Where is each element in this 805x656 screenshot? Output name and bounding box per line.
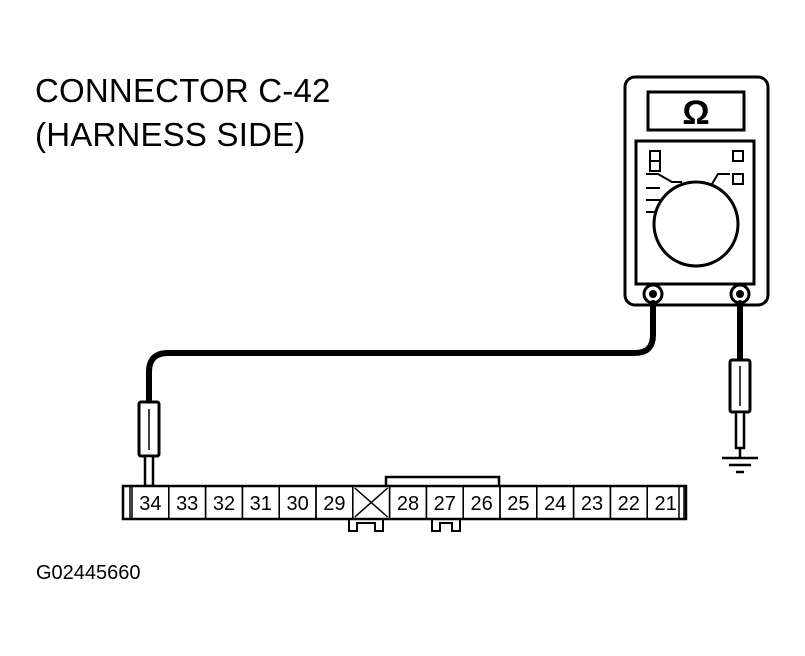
pin-number: 23 xyxy=(581,493,603,515)
connector-lock-tab xyxy=(384,475,501,486)
range-dial[interactable] xyxy=(652,180,740,268)
connector-title: CONNECTOR C-42 xyxy=(35,72,331,109)
connector-pin-21: 21 xyxy=(646,485,685,520)
ohm-jack-center xyxy=(736,290,744,298)
connector-key-left xyxy=(348,519,384,532)
pin-number: 29 xyxy=(323,493,345,515)
meter-body xyxy=(623,75,770,307)
ohm-symbol: Ω xyxy=(682,94,709,132)
test-lead-2 xyxy=(722,300,758,474)
pin-number: 28 xyxy=(397,493,419,515)
pin-number: 27 xyxy=(434,493,456,515)
indicator-square-1 xyxy=(649,150,661,162)
scale-mark-1 xyxy=(646,173,682,183)
probe-tip-1 xyxy=(143,454,155,488)
pin-number: 32 xyxy=(213,493,235,515)
pin-number: 22 xyxy=(618,493,640,515)
com-jack-center xyxy=(649,290,657,298)
indicator-square-2 xyxy=(649,160,661,172)
connector-c42: 34 33 32 31 30 29 28 27 26 25 24 23 22 21 xyxy=(121,475,688,532)
scale-mark-5 xyxy=(711,173,730,185)
pin-number: 30 xyxy=(286,493,308,515)
lead-wire-1 xyxy=(146,300,656,405)
pin-number: 31 xyxy=(250,493,272,515)
figure-code: G02445660 xyxy=(36,562,141,584)
pin-number: 24 xyxy=(544,493,566,515)
pin-number: 21 xyxy=(654,493,676,515)
ohmmeter: Ω xyxy=(623,75,770,307)
meter-face xyxy=(634,139,756,286)
pin-number: 26 xyxy=(470,493,492,515)
connector-key-right xyxy=(431,519,461,532)
pin-number: 34 xyxy=(139,493,161,515)
connector-housing xyxy=(121,484,688,521)
meter-display xyxy=(646,90,746,132)
connector-subtitle: (HARNESS SIDE) xyxy=(35,116,306,153)
indicator-square-4 xyxy=(732,173,744,185)
probe-tip-2 xyxy=(734,410,746,450)
connector-pins: 34 33 32 31 30 29 28 27 26 25 24 23 22 21 xyxy=(131,485,685,520)
pin-number: 33 xyxy=(176,493,198,515)
pin-number: 25 xyxy=(507,493,529,515)
indicator-square-3 xyxy=(732,150,744,162)
test-lead-1 xyxy=(137,300,656,488)
